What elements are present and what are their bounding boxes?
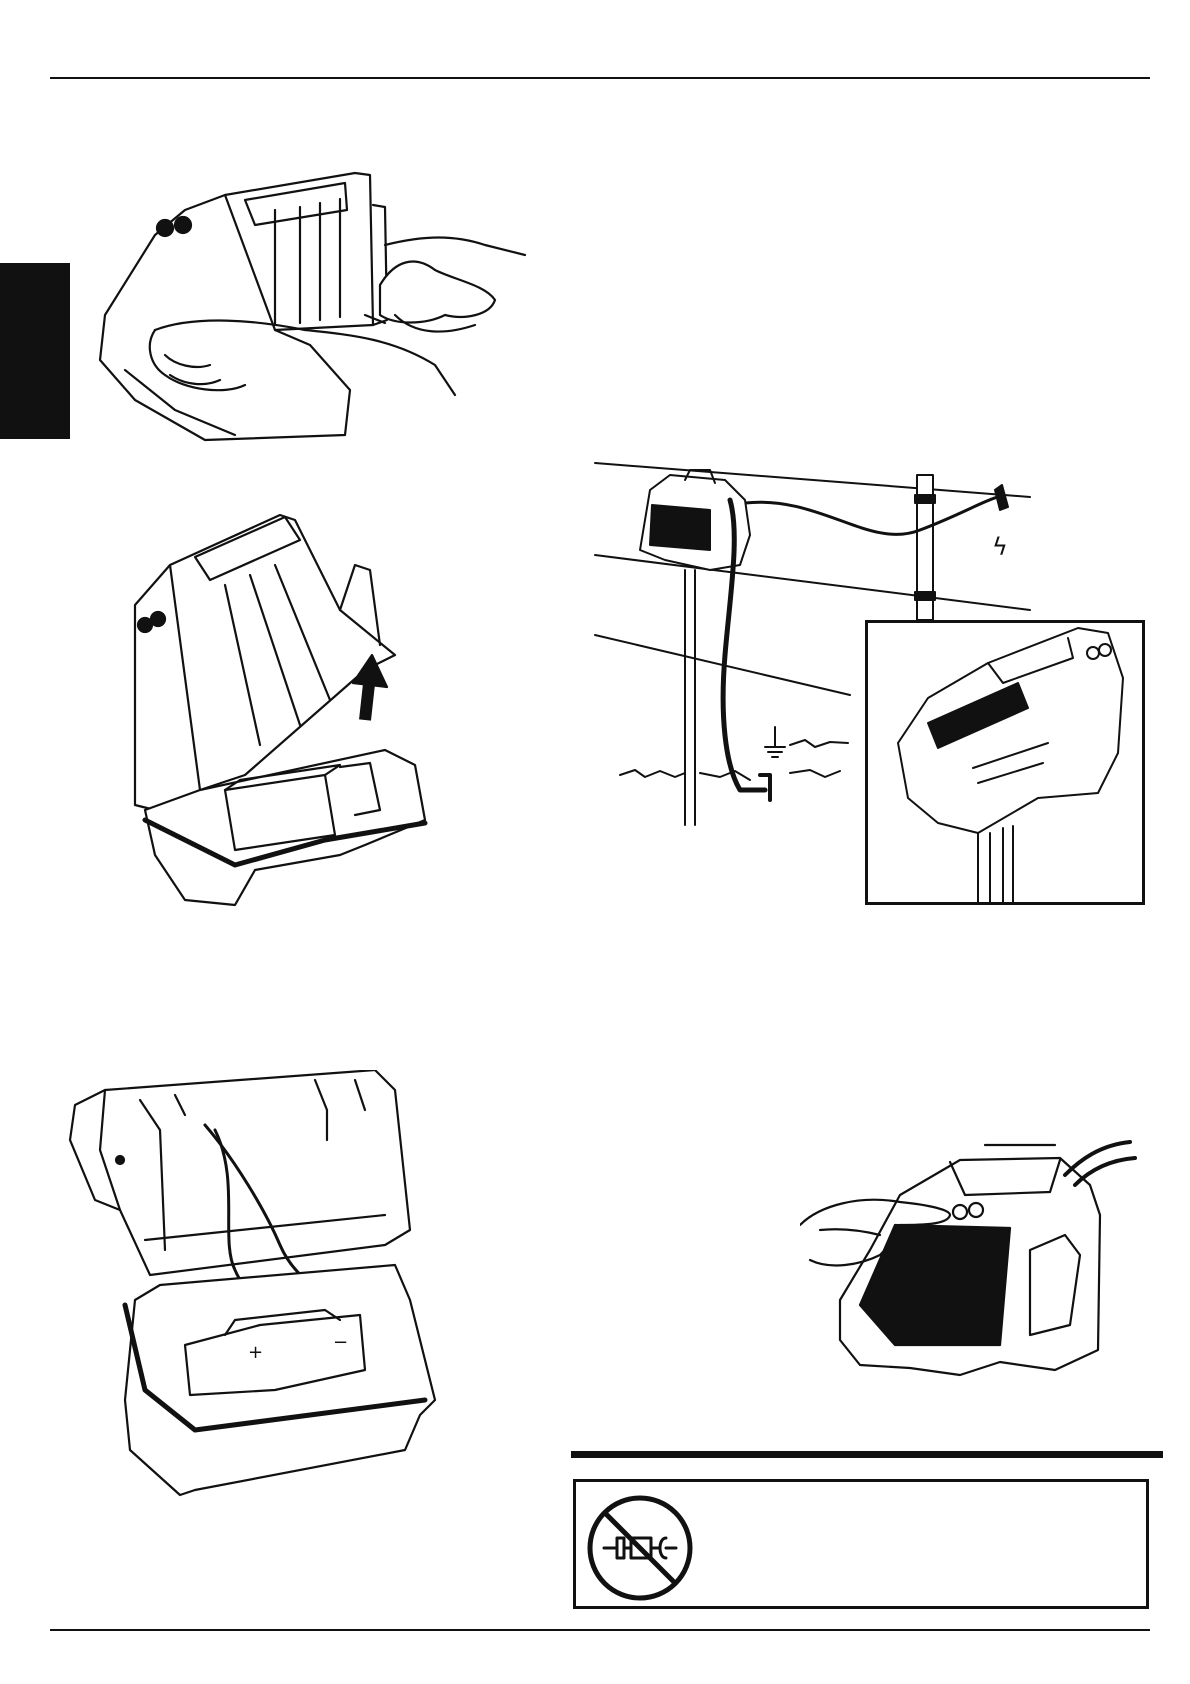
lightning-symbol: ϟ: [992, 533, 1008, 561]
language-tab: [0, 263, 70, 439]
figure-hands-holding-housing: [95, 165, 535, 450]
figure-inset-mounted-energizer: [865, 620, 1145, 905]
figure-lid-opening: [125, 505, 465, 920]
figure-pressing-power-button: [800, 1140, 1140, 1385]
battery-plus-symbol: +: [248, 1342, 263, 1363]
no-mains-adapter-icon: [584, 1492, 696, 1604]
battery-minus-symbol: −: [333, 1332, 348, 1353]
header-rule: [50, 77, 1150, 79]
footer-rule: [50, 1629, 1150, 1631]
warning-separator-bar: [571, 1451, 1163, 1458]
figure-battery-connection: + −: [65, 1070, 485, 1520]
warning-box: [573, 1479, 1149, 1609]
